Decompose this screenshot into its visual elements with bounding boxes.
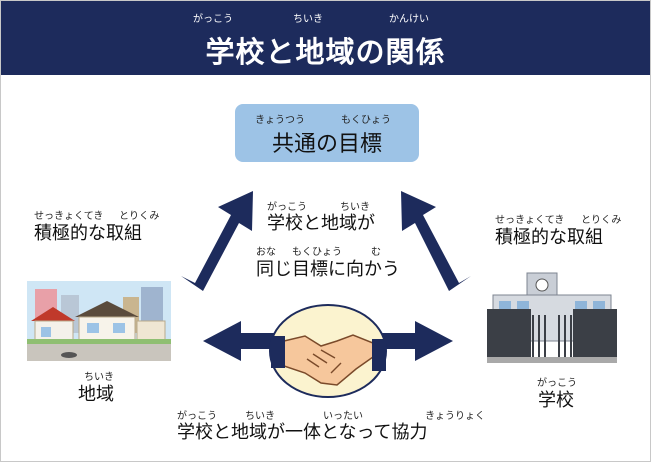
left-effort-ruby-torikumi: とりくみ bbox=[119, 211, 160, 222]
handshake-icon bbox=[271, 334, 386, 386]
page-title: 学校と地域の関係 bbox=[205, 35, 446, 69]
center-ruby-gakkou: がっこう bbox=[267, 202, 307, 213]
right-effort-ruby-torikumi: とりくみ bbox=[581, 215, 622, 226]
right-arrow-icon bbox=[356, 321, 453, 361]
center-line2: 同じ目標に向かう bbox=[256, 259, 400, 280]
center-line1: 学校と地域が bbox=[267, 213, 375, 234]
center-ruby-chiiki: ちいき bbox=[340, 202, 370, 213]
right-effort-text: 積極的な取組 bbox=[495, 227, 603, 248]
left-arrow-icon bbox=[203, 321, 301, 361]
right-effort-ruby-sekkyokuteki: せっきょくてき bbox=[495, 215, 565, 226]
school-building-illustration bbox=[487, 272, 617, 363]
bottom-ruby-chiiki: ちいき bbox=[245, 411, 275, 422]
town-illustration bbox=[27, 281, 171, 361]
left-effort-text: 積極的な取組 bbox=[34, 223, 142, 244]
center-ruby-mokuhyou: もくひょう bbox=[292, 247, 342, 258]
common-goal-text: 共通の目標 bbox=[271, 132, 382, 157]
community-ruby: ちいき bbox=[84, 372, 114, 383]
center-ruby-ona: おな bbox=[256, 247, 276, 258]
title-ruby-kankei: かんけい bbox=[389, 14, 429, 25]
common-goal-box: きょうつう もくひょう 共通の目標 bbox=[235, 104, 419, 162]
goal-ruby-mokuhyou: もくひょう bbox=[341, 115, 391, 126]
left-effort-ruby-sekkyokuteki: せっきょくてき bbox=[34, 211, 104, 222]
goal-ruby-kyoutsuu: きょうつう bbox=[255, 115, 305, 126]
title-ruby-chiiki: ちいき bbox=[293, 14, 323, 25]
community-label: 地域 bbox=[78, 384, 114, 405]
title-bar: がっこう ちいき かんけい 学校と地域の関係 bbox=[1, 1, 650, 75]
bottom-ruby-gakkou: がっこう bbox=[177, 411, 217, 422]
bottom-text: 学校と地域が一体となって協力 bbox=[177, 422, 428, 443]
bottom-ruby-ittai: いったい bbox=[323, 411, 363, 422]
right-up-arrow-icon bbox=[401, 191, 471, 291]
school-ruby: がっこう bbox=[537, 378, 577, 389]
left-up-arrow-icon bbox=[181, 191, 253, 291]
title-ruby-gakkou: がっこう bbox=[193, 14, 233, 25]
center-ruby-mu: む bbox=[371, 247, 381, 258]
bottom-ruby-kyouryoku: きょうりょく bbox=[425, 411, 485, 422]
school-label: 学校 bbox=[538, 390, 574, 411]
